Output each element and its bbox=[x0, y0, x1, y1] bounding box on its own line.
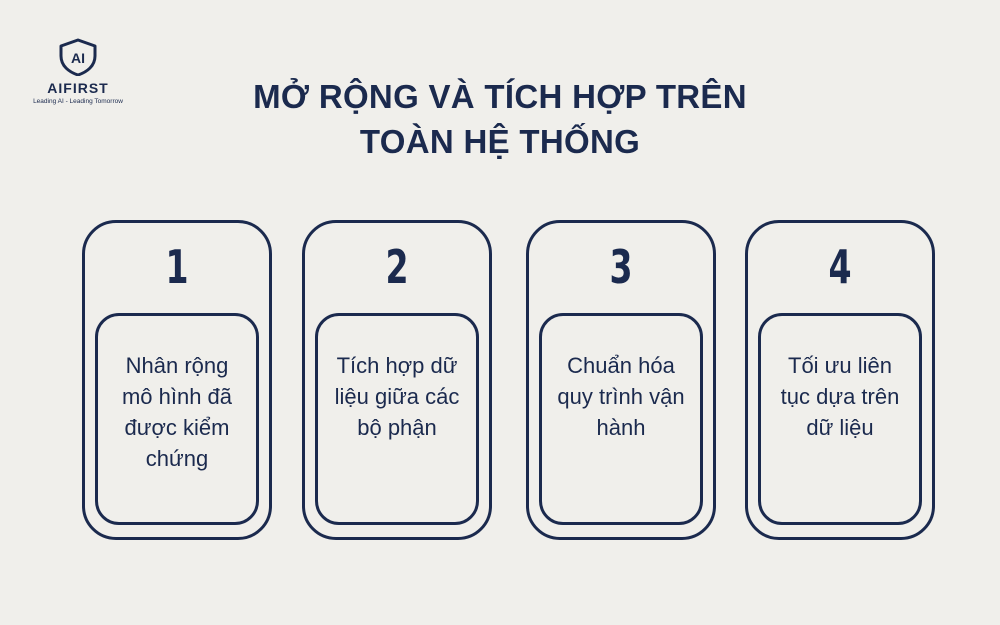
page-title: MỞ RỘNG VÀ TÍCH HỢP TRÊN TOÀN HỆ THỐNG bbox=[200, 74, 800, 164]
step-text: Chuẩn hóa quy trình vận hành bbox=[557, 353, 685, 440]
step-text-box: Chuẩn hóa quy trình vận hành bbox=[539, 313, 703, 525]
logo-tagline: Leading AI - Leading Tomorrow bbox=[33, 98, 123, 105]
step-text: Tối ưu liên tục dựa trên dữ liệu bbox=[780, 353, 900, 440]
step-number: 1 bbox=[165, 240, 189, 294]
step-text-box: Tích hợp dữ liệu giữa các bộ phận bbox=[315, 313, 479, 525]
aifirst-logo: AI AIFIRST Leading AI - Leading Tomorrow bbox=[28, 38, 128, 105]
logo-name: AIFIRST bbox=[47, 80, 109, 96]
title-line-1: MỞ RỘNG VÀ TÍCH HỢP TRÊN bbox=[253, 78, 747, 115]
step-text: Nhân rộng mô hình đã được kiểm chứng bbox=[121, 353, 233, 471]
step-card-4: 4 Tối ưu liên tục dựa trên dữ liệu bbox=[745, 220, 935, 540]
step-card-1: 1 Nhân rộng mô hình đã được kiểm chứng bbox=[82, 220, 272, 540]
step-number: 2 bbox=[385, 240, 409, 294]
step-text: Tích hợp dữ liệu giữa các bộ phận bbox=[334, 353, 460, 440]
step-number: 3 bbox=[609, 240, 633, 294]
step-card-3: 3 Chuẩn hóa quy trình vận hành bbox=[526, 220, 716, 540]
step-card-2: 2 Tích hợp dữ liệu giữa các bộ phận bbox=[302, 220, 492, 540]
shield-logo-icon: AI bbox=[59, 38, 97, 76]
title-line-2: TOÀN HỆ THỐNG bbox=[359, 123, 641, 160]
step-number: 4 bbox=[828, 240, 852, 294]
step-text-box: Nhân rộng mô hình đã được kiểm chứng bbox=[95, 313, 259, 525]
logo-mark: AI bbox=[71, 50, 85, 66]
step-text-box: Tối ưu liên tục dựa trên dữ liệu bbox=[758, 313, 922, 525]
